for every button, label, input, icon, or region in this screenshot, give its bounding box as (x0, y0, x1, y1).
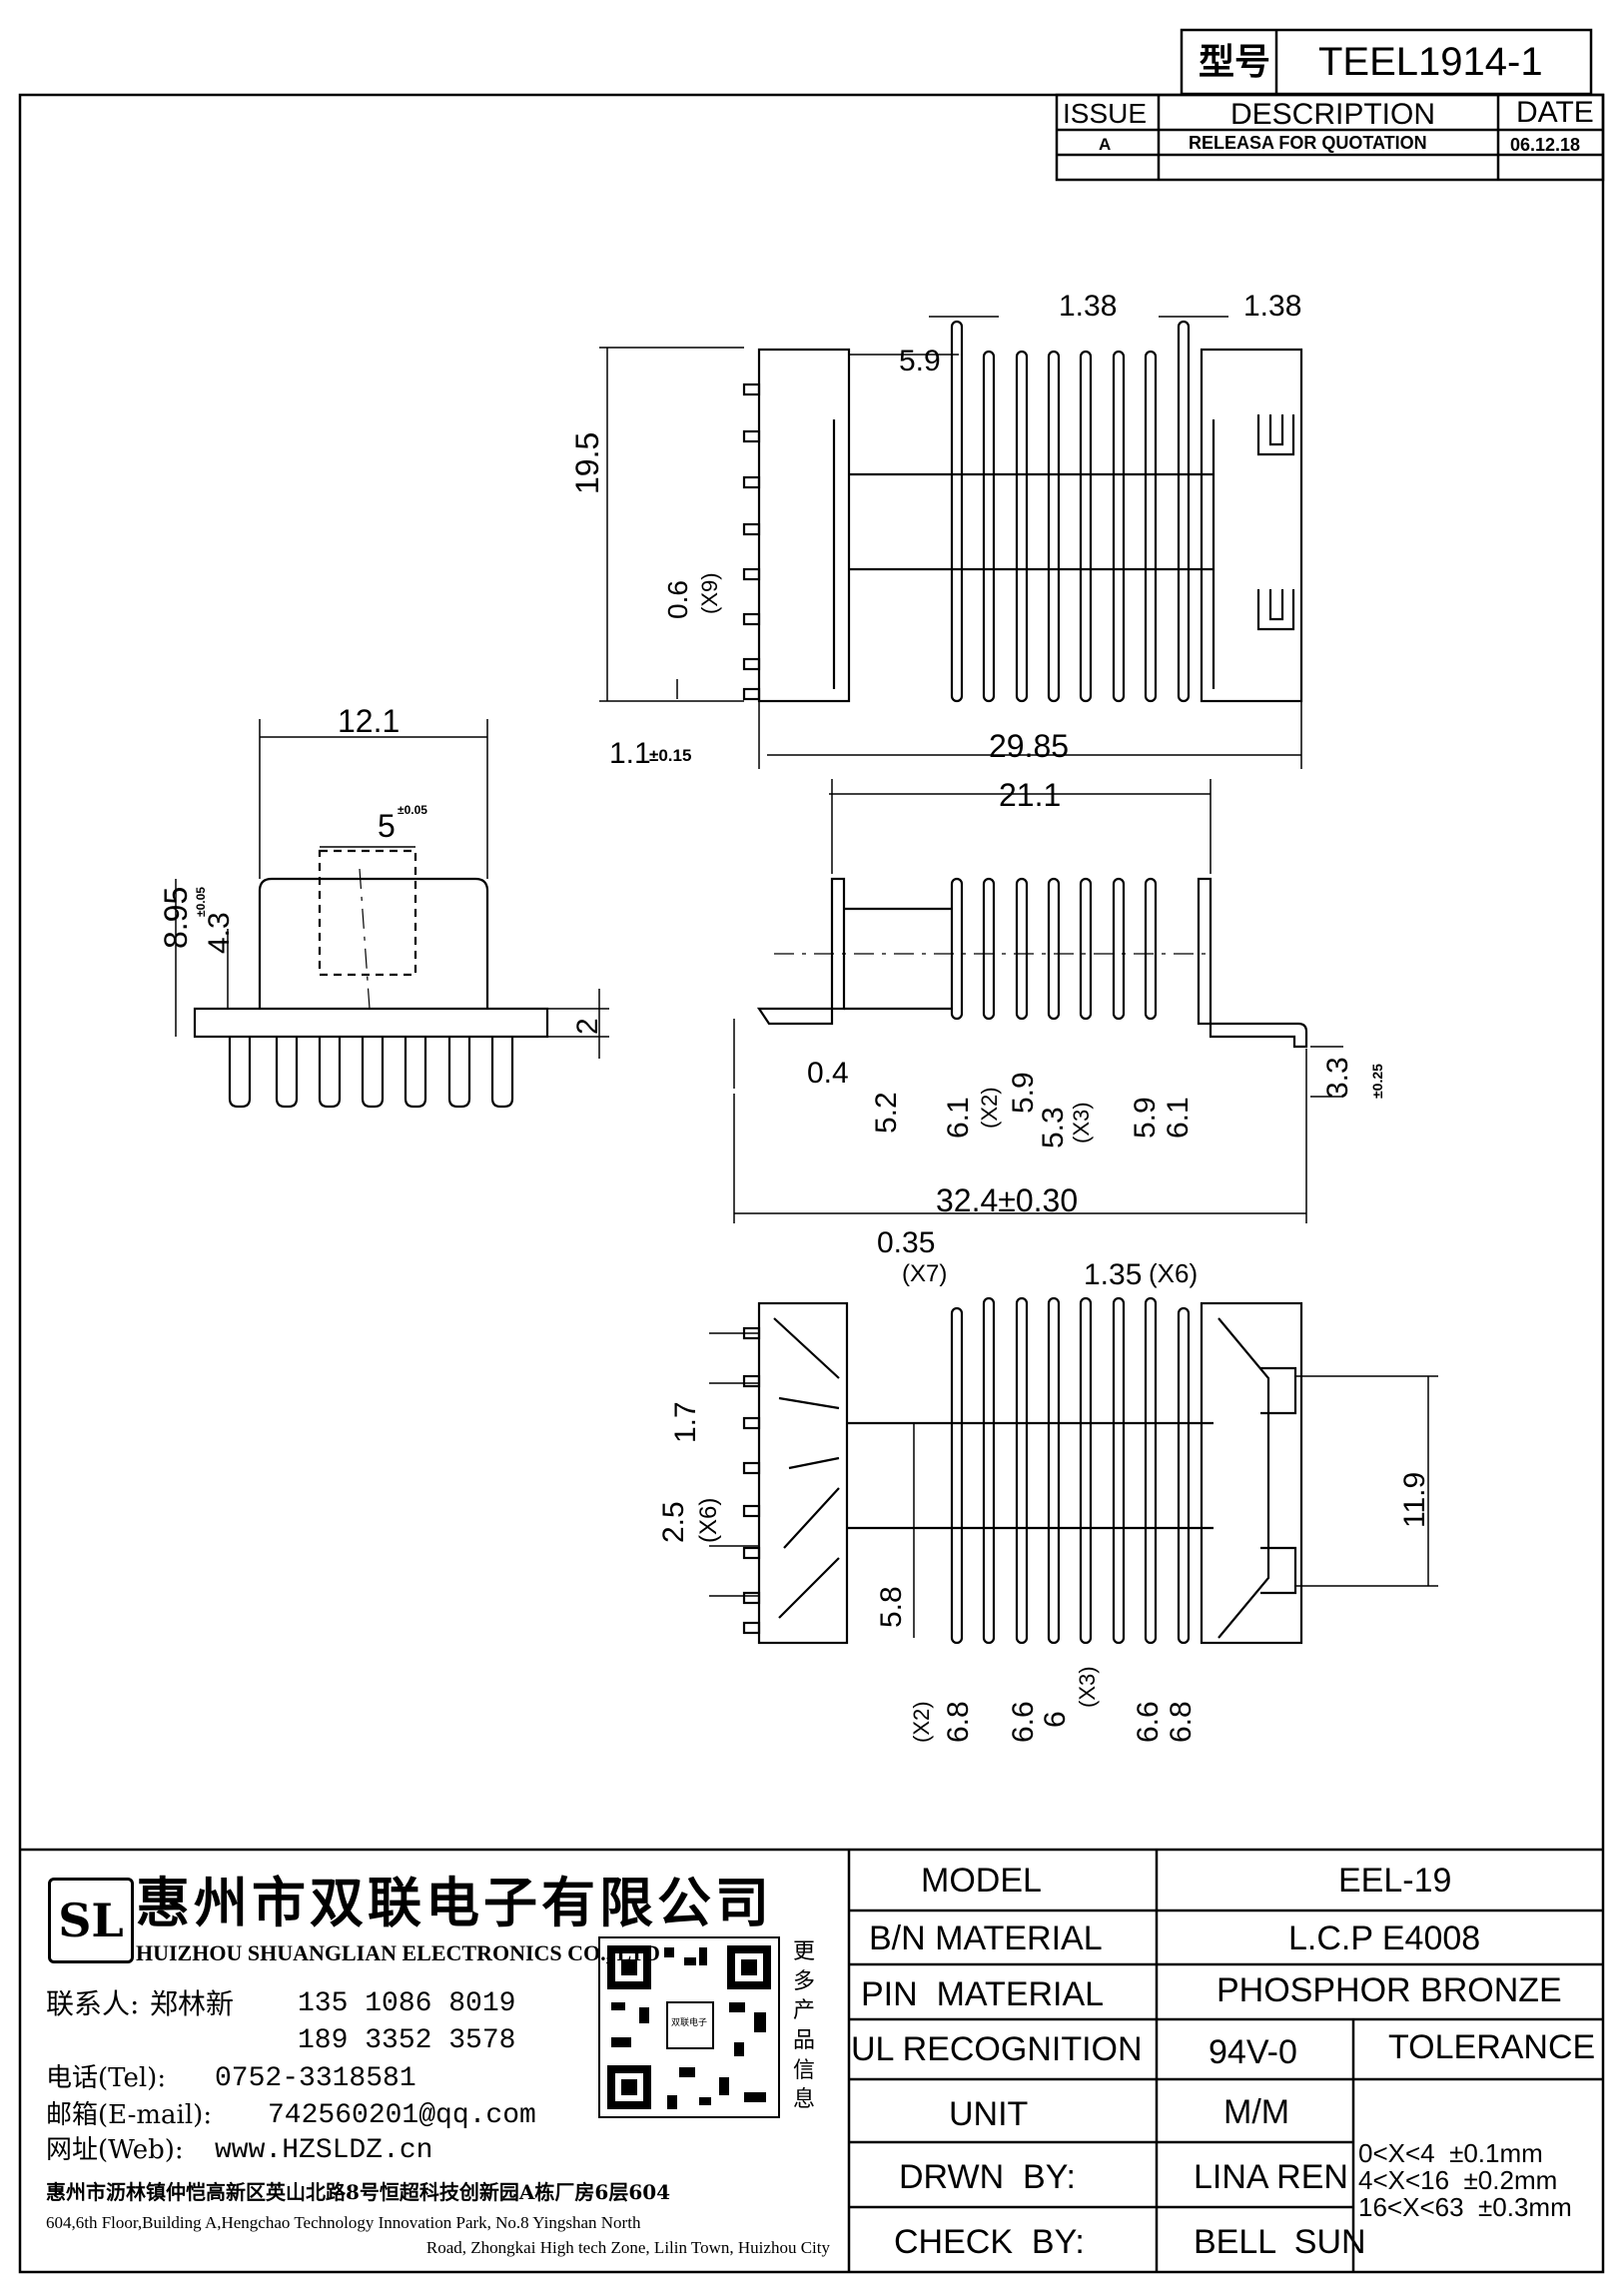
dim-b1: 1.7 (669, 1401, 702, 1443)
revision-issue: A (1099, 135, 1112, 154)
dim-f1: 6.6 (1007, 1701, 1040, 1743)
model-label: 型号 (1199, 41, 1271, 83)
dim-e1: 6.8 (942, 1701, 975, 1743)
spec-check-label: CHECK BY: (894, 2223, 1085, 2261)
spec-bn-label: B/N MATERIAL (869, 1919, 1103, 1957)
dim-a1: 0.35 (877, 1226, 936, 1259)
dim-t: 6.1 (942, 1097, 975, 1139)
dim-u: 5.9 (1007, 1072, 1040, 1114)
dim-m1: 1.38 (1243, 290, 1302, 323)
dim-h-tol: ±0.15 (649, 746, 692, 765)
spec-model-value: EEL-19 (1338, 1862, 1452, 1900)
dim-w: 5.9 (1129, 1097, 1162, 1139)
dim-g1-mult: (X3) (1075, 1666, 1100, 1708)
dim-t-mult: (X2) (977, 1087, 1002, 1129)
revision-date: 06.12.18 (1510, 135, 1581, 155)
tolerance-2: 4<X<16 ±0.2mm (1358, 2165, 1558, 2195)
qr-side-text: 更多产品信息 (793, 1939, 816, 2113)
dim-b: 12.1 (338, 703, 401, 739)
model-number: TEEL1914-1 (1318, 40, 1543, 84)
dim-j: 1.38 (1059, 290, 1118, 323)
dim-g1: 6 (1039, 1711, 1072, 1728)
dim-x: 6.1 (1162, 1097, 1195, 1139)
dim-v-mult: (X3) (1069, 1102, 1094, 1144)
revision-col-issue: ISSUE (1063, 98, 1148, 129)
company-logo: SL (48, 1878, 134, 1963)
dim-c1: 2.5 (657, 1501, 690, 1543)
dim-m: 21.1 (999, 777, 1062, 813)
dim-f: 19.5 (569, 431, 605, 494)
dim-y: 3.3 (1321, 1057, 1354, 1099)
bottom-view (709, 1296, 1438, 1645)
dim-c-tol: ±0.05 (194, 887, 208, 917)
spec-ul-label: UL RECOGNITION (851, 2030, 1143, 2068)
dim-i: 5.9 (899, 345, 941, 378)
spec-bn-value: L.C.P E4008 (1288, 1919, 1481, 1957)
dim-i1: 1.35 (1084, 1258, 1143, 1291)
company-name-en: HUIZHOU SHUANGLIAN ELECTRONICS CO., LTD (136, 1940, 660, 1965)
top-view (599, 316, 1303, 769)
address-en-1: 604,6th Floor,Building A,Hengchao Techno… (46, 2213, 641, 2232)
tel-value: 0752-3318581 (215, 2063, 416, 2094)
dim-h: 1.1 (609, 737, 651, 770)
dim-c: 4.3 (203, 912, 236, 954)
dim-e: 2 (571, 1018, 604, 1035)
qr-center-label: 双联电子 (671, 2018, 708, 2028)
spec-ul-value: 94V-0 (1209, 2033, 1297, 2071)
contact-name: 郑林新 (150, 1987, 235, 2020)
spec-check-value: BELL SUN (1194, 2223, 1366, 2261)
tel-label: 电话(Tel): (46, 2063, 167, 2093)
end-view (175, 719, 609, 1109)
address-en-2: Road, Zhongkai High tech Zone, Lilin Tow… (425, 2238, 830, 2257)
revision-col-description: DESCRIPTION (1230, 98, 1436, 131)
dim-l: 29.85 (989, 728, 1070, 764)
spec-pin-value: PHOSPHOR BRONZE (1217, 1971, 1562, 2009)
dim-d-tol: ±0.05 (398, 803, 427, 817)
revision-table (1055, 93, 1605, 182)
revision-col-date: DATE (1516, 96, 1594, 129)
dim-a: 8.95 (158, 886, 194, 949)
dim-s: 5.2 (870, 1092, 903, 1134)
dim-d1: 5.8 (875, 1586, 908, 1628)
address-cn: 惠州市沥林镇仲恺高新区英山北路8号恒超科技创新园A栋厂房6层604 (46, 2180, 671, 2204)
web-label: 网址(Web): (46, 2135, 184, 2165)
spec-unit-value: M/M (1223, 2093, 1290, 2131)
tolerance-3: 16<X<63 ±0.3mm (1358, 2192, 1572, 2222)
spec-unit-label: UNIT (949, 2095, 1029, 2133)
dim-j1: 11.9 (1398, 1471, 1431, 1528)
email-label: 邮箱(E-mail): (46, 2100, 213, 2130)
web-value: www.HZSLDZ.cn (215, 2135, 433, 2166)
dim-e1-mult: (X2) (909, 1701, 934, 1743)
qr-graphic (598, 1936, 780, 2118)
dim-d: 5 (378, 808, 396, 844)
spec-drawn-label: DRWN BY: (899, 2158, 1076, 2196)
dim-g: 0.6 (662, 580, 693, 619)
contact-label: 联系人: (46, 1987, 140, 2020)
phone-1: 135 1086 8019 (298, 1988, 516, 2019)
dim-z: 32.4±0.30 (936, 1182, 1079, 1218)
company-name-cn: 惠州市双联电子有限公司 (136, 1871, 773, 1934)
phone-2: 189 3352 3578 (298, 2025, 516, 2056)
spec-pin-label: PIN MATERIAL (861, 1975, 1105, 2013)
dim-r: 0.4 (807, 1057, 849, 1090)
dim-g-mult: (X9) (697, 572, 722, 614)
tolerance-1: 0<X<4 ±0.1mm (1358, 2138, 1543, 2168)
dim-i1b: 6.8 (1165, 1701, 1198, 1743)
dim-y-tol: ±0.25 (1369, 1064, 1385, 1099)
dim-h1: 6.6 (1132, 1701, 1165, 1743)
revision-description: RELEASA FOR QUOTATION (1189, 133, 1427, 153)
email-value: 742560201@qq.com (268, 2100, 536, 2131)
spec-drawn-value: LINA REN (1194, 2158, 1348, 2196)
dim-c1-mult: (X6) (695, 1497, 722, 1543)
sheet-border (18, 93, 1605, 2274)
dim-a1-mult: (X7) (902, 1260, 948, 1287)
dim-v: 5.3 (1037, 1107, 1070, 1148)
dim-i1-mult: (X6) (1149, 1258, 1199, 1288)
front-view (733, 779, 1343, 1223)
spec-model-label: MODEL (921, 1862, 1042, 1900)
spec-tolerance-label: TOLERANCE (1388, 2028, 1596, 2066)
